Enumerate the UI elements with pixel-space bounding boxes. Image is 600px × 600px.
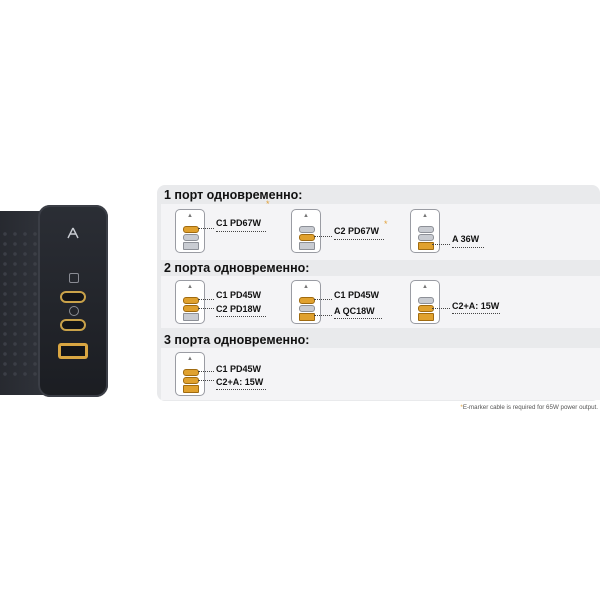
port-diagram: ▲ — [175, 209, 205, 253]
port-diagram: ▲ — [410, 280, 440, 324]
usb-c2-port — [60, 319, 86, 331]
label-underline — [216, 316, 266, 317]
brand-logo-icon: ▲ — [422, 213, 428, 219]
diagram-a-port — [418, 313, 434, 321]
leader-line — [432, 308, 450, 309]
leader-line — [198, 380, 214, 381]
diagram-a-port — [183, 242, 199, 250]
footnote: *E-marker cable is required for 65W powe… — [460, 404, 598, 411]
brand-logo-icon: ▲ — [303, 284, 309, 290]
diagram-c1-port — [418, 226, 434, 233]
diagram-c2-port — [183, 234, 199, 241]
section-2-row — [161, 276, 600, 328]
label-underline — [216, 389, 266, 390]
section-title-3: 3 порта одновременно: — [164, 333, 310, 347]
output-label: C1 PD45W — [216, 290, 262, 300]
label-underline — [334, 239, 384, 240]
usb-c1-port — [60, 291, 86, 303]
port-diagram: ▲ — [175, 352, 205, 396]
output-label: C2 PD67W — [334, 226, 380, 236]
output-label: A 36W — [452, 234, 480, 244]
port-diagram: ▲ — [291, 280, 321, 324]
section-1-row — [161, 204, 600, 260]
charger-front-face — [38, 205, 108, 397]
section-3-row — [161, 348, 600, 400]
leader-line — [314, 299, 332, 300]
leader-line — [198, 299, 214, 300]
brand-logo-icon: ▲ — [187, 284, 193, 290]
label-underline — [334, 318, 382, 319]
label-underline — [216, 231, 266, 232]
port-diagram: ▲ — [175, 280, 205, 324]
label-underline — [452, 247, 484, 248]
diagram-c2-port — [299, 305, 315, 312]
output-label: C2+A: 15W — [216, 377, 264, 387]
section-title-2: 2 порта одновременно: — [164, 261, 310, 275]
port-diagram: ▲ — [410, 209, 440, 253]
leader-line — [314, 315, 332, 316]
diagram-c2-port — [299, 234, 315, 241]
output-label: C1 PD67W — [216, 218, 262, 228]
diagram-a-port — [183, 385, 199, 393]
brand-logo-icon — [67, 227, 79, 239]
brand-logo-icon: ▲ — [187, 213, 193, 219]
leader-line — [198, 308, 214, 309]
port-label-c1-icon — [69, 273, 79, 283]
output-label: C1 PD45W — [334, 290, 380, 300]
diagram-c1-port — [183, 369, 199, 376]
leader-line — [314, 236, 332, 237]
diagram-c2-port — [418, 234, 434, 241]
diagram-c2-port — [183, 305, 199, 312]
charger-image — [0, 205, 130, 400]
diagram-c1-port — [299, 297, 315, 304]
usb-a-port — [58, 343, 88, 359]
output-label: C2+A: 15W — [452, 301, 500, 311]
diagram-c2-port — [183, 377, 199, 384]
brand-logo-icon: ▲ — [303, 213, 309, 219]
diagram-c1-port — [299, 226, 315, 233]
diagram-c1-port — [183, 297, 199, 304]
leader-line — [198, 371, 214, 372]
diagram-a-port — [299, 313, 315, 321]
label-underline — [452, 313, 500, 314]
leader-line — [432, 244, 450, 245]
diagram-a-port — [183, 313, 199, 321]
port-diagram: ▲ — [291, 209, 321, 253]
diagram-a-port — [299, 242, 315, 250]
port-label-c2-icon — [69, 306, 79, 316]
output-label: C2 PD18W — [216, 304, 262, 314]
footnote-text: E-marker cable is required for 65W power… — [462, 404, 598, 411]
leader-line — [198, 228, 214, 229]
footnote-star: * — [460, 404, 463, 411]
footnote-star: * — [384, 219, 388, 229]
diagram-a-port — [418, 242, 434, 250]
output-label: C1 PD45W — [216, 364, 262, 374]
diagram-c1-port — [418, 297, 434, 304]
output-label: A QC18W — [334, 306, 375, 316]
section-title-1: 1 порт одновременно: — [164, 188, 303, 202]
footnote-star: * — [266, 199, 270, 209]
diagram-c1-port — [183, 226, 199, 233]
brand-logo-icon: ▲ — [422, 284, 428, 290]
brand-logo-icon: ▲ — [187, 356, 193, 362]
